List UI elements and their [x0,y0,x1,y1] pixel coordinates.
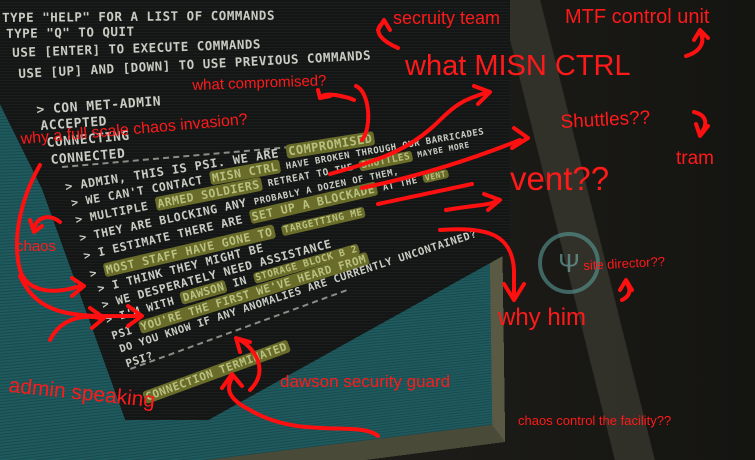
annotation-vent: vent?? [510,160,610,197]
annotation-what-misn-ctrl: what MISN CTRL [405,50,631,82]
annotation-tram: tram [676,148,714,169]
annotation-mtf-control-unit: MTF control unit [565,6,710,28]
annotation-why-him: why him [498,304,587,331]
annotation-chaos: chaos [16,238,57,255]
psi-emblem-icon: Ψ [538,232,600,294]
annotation-shuttles: Shuttles?? [560,107,651,133]
annotation-chaos-control: chaos control the facility?? [518,413,672,428]
annotation-dawson-security-guard: dawson security guard [280,372,451,391]
annotation-security-team: secruity team [393,8,501,28]
